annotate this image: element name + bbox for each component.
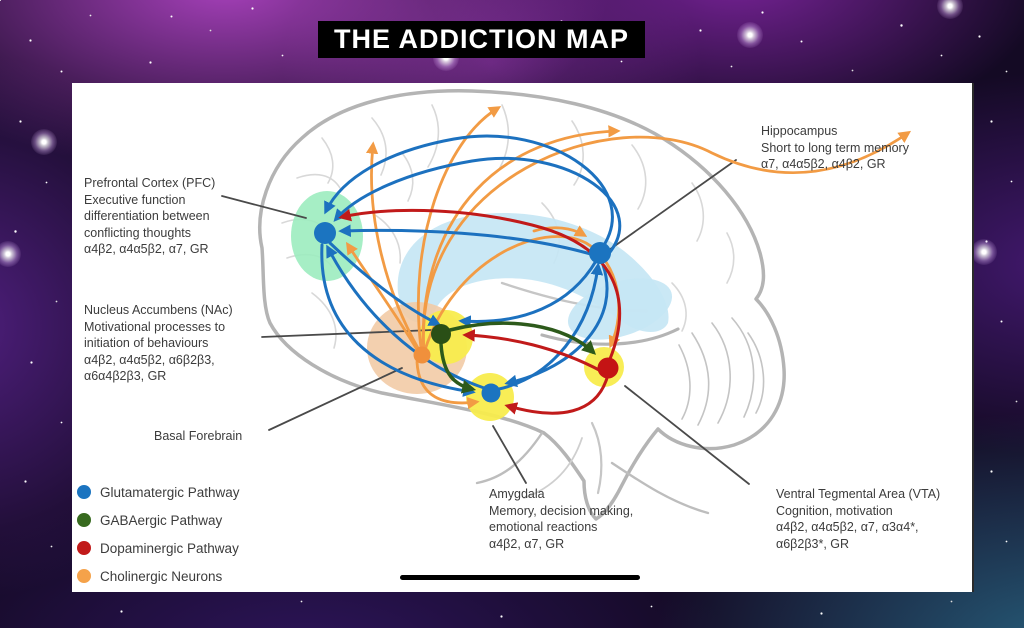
amygdala-node xyxy=(481,383,501,403)
legend-item-glutamatergic: Glutamatergic Pathway xyxy=(77,478,240,506)
bright-star xyxy=(937,0,963,19)
bright-star xyxy=(737,22,763,48)
nac-label-title: Nucleus Accumbens (NAc) xyxy=(84,303,233,317)
glutamatergic-dot-icon xyxy=(77,485,91,499)
amygdala-pointer-line xyxy=(492,425,527,484)
pfc-node xyxy=(314,222,336,244)
basal-forebrain-label-title: Basal Forebrain xyxy=(154,429,243,443)
vta-label-title: Ventral Tegmental Area (VTA) xyxy=(776,487,941,501)
pfc-label-title: Prefrontal Cortex (PFC) xyxy=(84,176,216,190)
page-title: THE ADDICTION MAP xyxy=(318,21,645,58)
bright-star xyxy=(0,241,21,267)
pfc-pointer-line xyxy=(221,195,307,219)
hippocampus-pointer-line xyxy=(608,159,737,251)
nac-label: Nucleus Accumbens (NAc) Motivational pro… xyxy=(84,303,233,383)
basal-forebrain-pointer-line xyxy=(268,367,403,431)
bottom-divider-line xyxy=(400,575,640,580)
pfc-label: Prefrontal Cortex (PFC) Executive functi… xyxy=(84,176,216,256)
hippocampus-node xyxy=(589,242,611,264)
annotation-lines xyxy=(221,159,750,485)
basal-forebrain-label: Basal Forebrain xyxy=(154,428,242,445)
cholinergic-dot-icon xyxy=(77,569,91,583)
hippocampus-label: Hippocampus Short to long term memory α7… xyxy=(761,124,909,171)
gabaergic-dot-icon xyxy=(77,513,91,527)
dopaminergic-dot-icon xyxy=(77,541,91,555)
star-field xyxy=(0,0,1,1)
cerebellum-folds xyxy=(678,317,765,426)
nac-receptors: α6α4β2β3, GR xyxy=(84,369,167,383)
hippocampus-label-title: Hippocampus xyxy=(761,124,838,138)
hippocampus-receptors: α7, α4α5β2, α4β2, GR xyxy=(761,157,886,171)
amygdala-label-title: Amygdala xyxy=(489,487,545,501)
legend-item-cholinergic: Cholinergic Neurons xyxy=(77,562,240,590)
gabaergic-arrows xyxy=(439,321,597,394)
bright-star xyxy=(971,239,997,265)
region-nodes xyxy=(314,222,619,403)
amygdala-receptors: α4β2, α7, GR xyxy=(489,536,565,551)
pathway-legend: Glutamatergic Pathway GABAergic Pathway … xyxy=(77,478,240,590)
dopaminergic-arrows xyxy=(338,208,622,415)
pfc-receptors: α4β2, α4α5β2, α7, GR xyxy=(84,242,209,256)
basal-forebrain-node xyxy=(413,346,431,364)
nac-node xyxy=(431,324,451,344)
brain-diagram xyxy=(221,89,912,521)
vta-receptors: α6β2β3*, GR xyxy=(776,536,850,551)
legend-item-dopaminergic: Dopaminergic Pathway xyxy=(77,534,240,562)
vta-label: Ventral Tegmental Area (VTA) Cognition, … xyxy=(776,487,941,551)
glutamatergic-arrows xyxy=(320,134,621,397)
brain-outline xyxy=(258,89,786,521)
vta-pointer-line xyxy=(624,385,750,485)
amygdala-label: Amygdala Memory, decision making, emotio… xyxy=(489,487,634,551)
legend-item-gabaergic: GABAergic Pathway xyxy=(77,506,240,534)
vta-node xyxy=(597,357,619,379)
diagram-panel: Prefrontal Cortex (PFC) Executive functi… xyxy=(72,83,974,592)
bright-star xyxy=(31,129,57,155)
